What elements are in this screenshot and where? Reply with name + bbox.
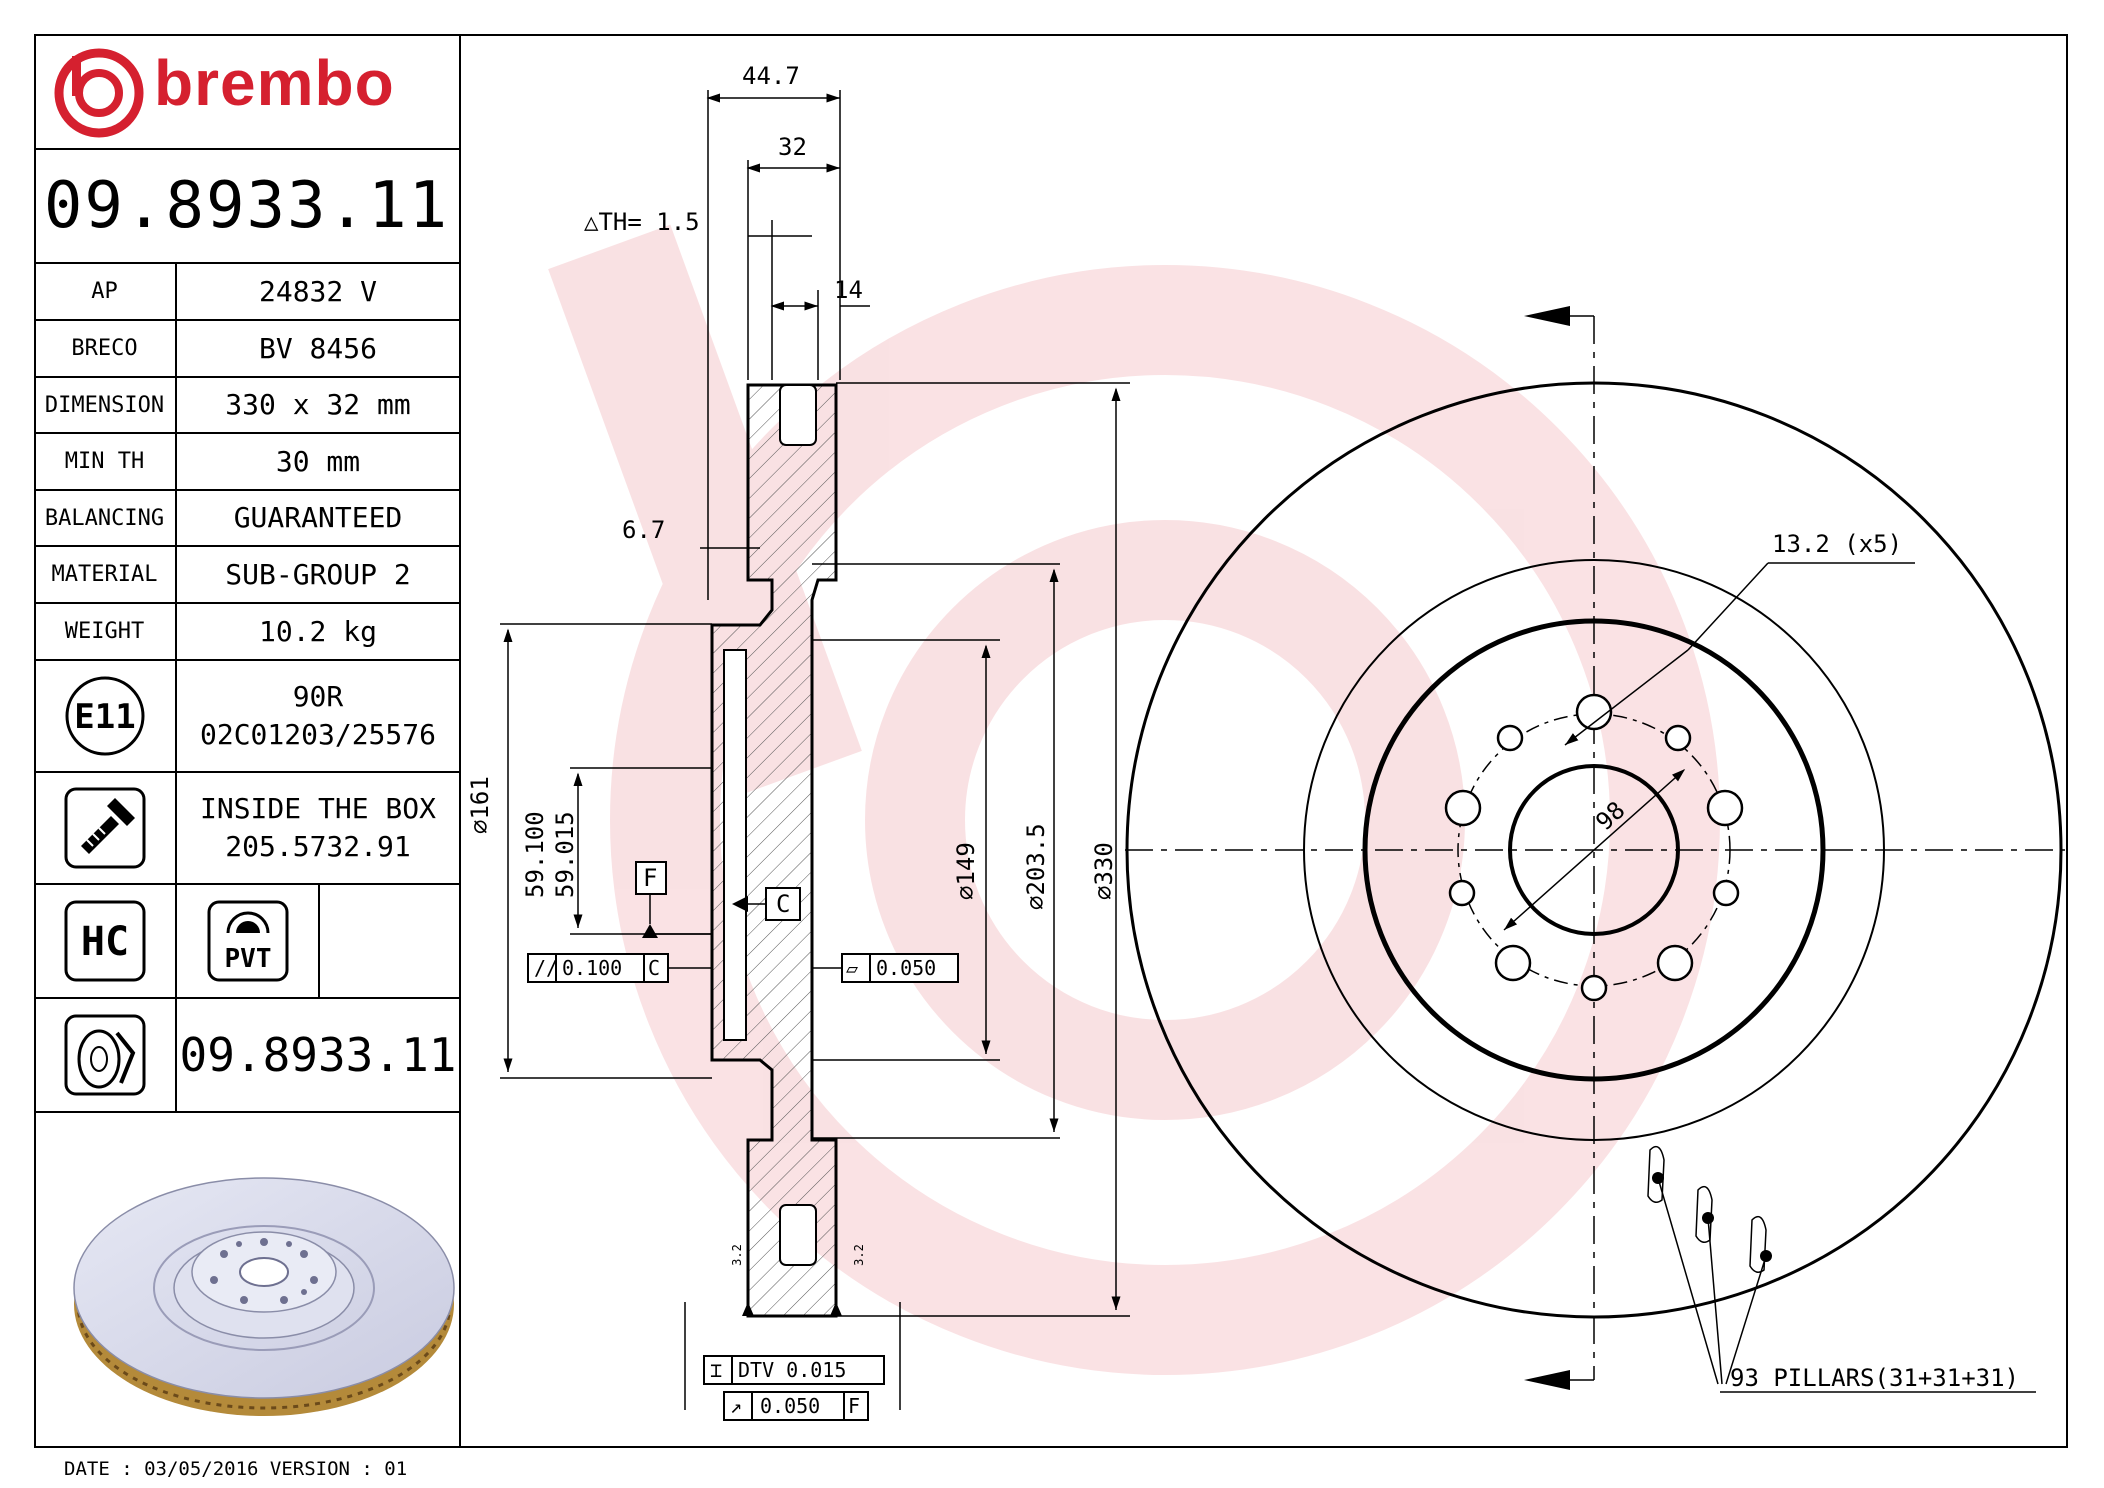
dim-dia-149: ⌀149 (952, 842, 980, 900)
spec-row-breco: BRECO BV 8456 (34, 321, 459, 378)
dtv-value: DTV 0.015 (738, 1358, 847, 1382)
pillars-note: 93 PILLARS(31+31+31) (1730, 1364, 2019, 1392)
spec-label: BALANCING (34, 491, 177, 545)
pvt-coating-icon: PVT (207, 900, 288, 982)
inside-box-line2: 205.5732.91 (225, 830, 411, 863)
section-view (710, 383, 838, 1318)
inside-box-line1: INSIDE THE BOX (199, 792, 436, 825)
spec-label: MIN TH (34, 434, 177, 489)
inside-box-row: INSIDE THE BOX 205.5732.91 (34, 773, 459, 885)
drawing-frame (34, 34, 2068, 1448)
hc-text: HC (80, 919, 128, 965)
info-panel: brembo 09.8933.11 AP 24832 V BRECO BV 84… (34, 34, 461, 1448)
spec-value: GUARANTEED (233, 501, 403, 534)
runout-value: 0.050 (760, 1394, 821, 1418)
pvt-text: PVT (224, 944, 271, 974)
spec-label: MATERIAL (34, 547, 177, 602)
dim-thickness: 32 (778, 133, 807, 161)
disc-part-number: 09.8933.11 (179, 1028, 457, 1082)
screw-cell (34, 773, 177, 883)
coating-row: HC PVT (34, 885, 459, 999)
dim-pilot-lower: 59.015 (551, 811, 579, 898)
flatness-icon: ▱ (846, 956, 859, 980)
disc-icon-cell (34, 999, 177, 1111)
dim-pilot: 59.100 59.015 (520, 811, 580, 898)
inside-box-values: INSIDE THE BOX 205.5732.91 (177, 773, 459, 883)
spec-row-weight: WEIGHT 10.2 kg (34, 604, 459, 661)
spec-value: 330 x 32 mm (225, 388, 411, 421)
brake-disc-rendering (73, 1177, 455, 1416)
tolerance-frames (527, 861, 959, 1421)
spec-value: BV 8456 (258, 331, 377, 365)
homologation-values: 90R 02C01203/25576 (177, 661, 459, 771)
e11-badge-text: E11 (74, 697, 135, 737)
dim-hat-offset: 6.7 (622, 516, 666, 544)
parallelism-ref: C (648, 956, 661, 980)
dtv-icon: ⌶ (710, 1358, 723, 1382)
hc-coating-icon: HC (64, 900, 145, 982)
e11-mark-icon: E11 (65, 676, 144, 756)
spec-value: 24832 V (258, 274, 377, 308)
brembo-logo-icon (54, 48, 144, 138)
dim-pilot-upper: 59.100 (521, 811, 549, 898)
disc-part-row: 09.8933.11 (34, 999, 459, 1113)
spec-row-material: MATERIAL SUB-GROUP 2 (34, 547, 459, 604)
dimension-lines (500, 90, 1130, 1410)
dim-dia-203: ⌀203.5 (1022, 823, 1050, 910)
runout-ref: F (848, 1394, 861, 1418)
spec-row-dimension: DIMENSION 330 x 32 mm (34, 378, 459, 434)
runout-icon: ↗ (730, 1394, 743, 1418)
spec-value: SUB-GROUP 2 (225, 557, 411, 591)
front-view (1125, 306, 2065, 1393)
datum-c-label: C (776, 890, 791, 918)
parallelism-value: 0.100 (562, 956, 623, 980)
brake-disc-icon (64, 1014, 145, 1096)
dim-dia-330: ⌀330 (1090, 842, 1118, 900)
spec-value: 10.2 kg (258, 614, 377, 648)
spec-row-min-th: MIN TH 30 mm (34, 434, 459, 491)
part-number: 09.8933.11 (43, 169, 450, 243)
spec-label: WEIGHT (34, 604, 177, 659)
dim-th-tolerance: △TH= 1.5 (584, 208, 700, 236)
homologation-line2: 02C01203/25576 (199, 718, 436, 751)
part-number-row: 09.8933.11 (34, 150, 459, 264)
pvt-cell: PVT (177, 885, 320, 997)
brand-name: brembo (154, 47, 395, 119)
hc-cell: HC (34, 885, 177, 997)
parallelism-icon: // (534, 956, 559, 980)
dim-dia-161: ⌀161 (466, 776, 494, 834)
spec-value: 30 mm (275, 444, 361, 478)
spec-label: BRECO (34, 321, 177, 376)
homologation-line1: 90R (292, 680, 344, 713)
flatness-value: 0.050 (876, 956, 937, 980)
logo-row: brembo (34, 34, 459, 150)
e11-cell: E11 (34, 661, 177, 771)
spec-label: AP (34, 264, 177, 319)
spec-row-balancing: BALANCING GUARANTEED (34, 491, 459, 547)
homologation-row: E11 90R 02C01203/25576 (34, 661, 459, 773)
dim-bolt-holes: 13.2 (x5) (1772, 530, 1903, 558)
screw-icon (64, 787, 145, 869)
dim-overall-width: 44.7 (742, 62, 800, 90)
footer-date-version: DATE : 03/05/2016 VERSION : 01 (64, 1458, 408, 1480)
dim-friction-ring: 14 (834, 276, 863, 304)
roughness-right: 3.2 (851, 1244, 866, 1266)
roughness-left: 3.2 (729, 1244, 744, 1266)
spec-label: DIMENSION (34, 378, 177, 432)
datum-f-label: F (643, 864, 658, 892)
spec-row-ap: AP 24832 V (34, 264, 459, 321)
